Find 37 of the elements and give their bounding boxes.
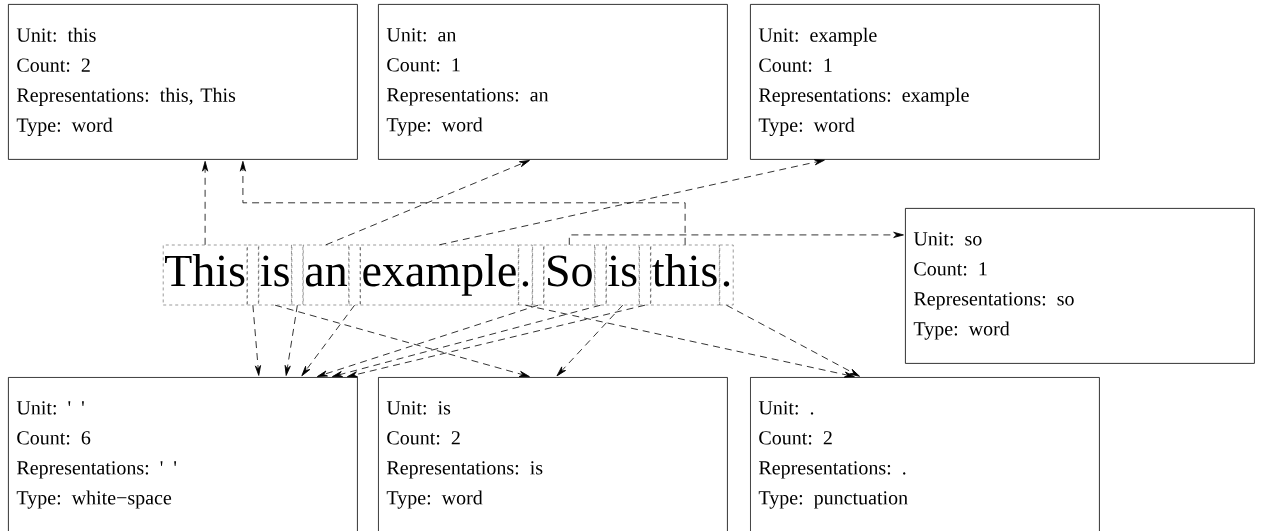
token-box: This — [163, 244, 248, 306]
info-box: Unit: is Count: 2 Representations: is Type: word — [378, 377, 728, 531]
space-box — [348, 244, 361, 306]
token-box: is — [258, 244, 292, 306]
info-box: Unit: this Count: 2 Representations: this, This Type: word — [8, 4, 358, 160]
space-box — [291, 244, 304, 306]
token-box: an — [303, 244, 349, 306]
info-box: Unit: ' ' Count: 6 Representations: ' ' Type: white−space — [8, 377, 358, 531]
arrow — [726, 304, 860, 377]
arrow — [301, 304, 355, 377]
arrow — [347, 304, 646, 378]
token-box: example — [360, 244, 519, 306]
arrow — [556, 304, 624, 377]
arrow — [316, 304, 539, 377]
arrow — [439, 159, 825, 246]
token-box: . — [719, 244, 734, 306]
arrow — [202, 160, 209, 246]
arrow — [568, 231, 904, 246]
arrow — [252, 304, 261, 376]
space-box — [594, 244, 607, 306]
info-box: Unit: so Count: 1 Representations: so Type: word — [905, 208, 1255, 364]
token-box: this — [650, 244, 720, 306]
space-box — [247, 244, 259, 306]
info-box: Unit: . Count: 2 Representations: . Type: punctuation — [750, 377, 1100, 531]
arrow — [274, 304, 530, 377]
space-box — [532, 244, 544, 306]
arrow — [332, 304, 601, 378]
token-box: . — [518, 244, 533, 306]
info-box: Unit: an Count: 1 Representations: an Type: word — [378, 4, 728, 160]
token-box: So — [543, 244, 595, 306]
arrow — [239, 160, 686, 246]
token-box: is — [606, 244, 640, 306]
arrow — [525, 304, 855, 378]
arrow — [284, 304, 298, 376]
info-box: Unit: example Count: 1 Representations: example Type: word — [750, 4, 1100, 160]
space-box — [639, 244, 651, 306]
arrow — [325, 160, 530, 246]
